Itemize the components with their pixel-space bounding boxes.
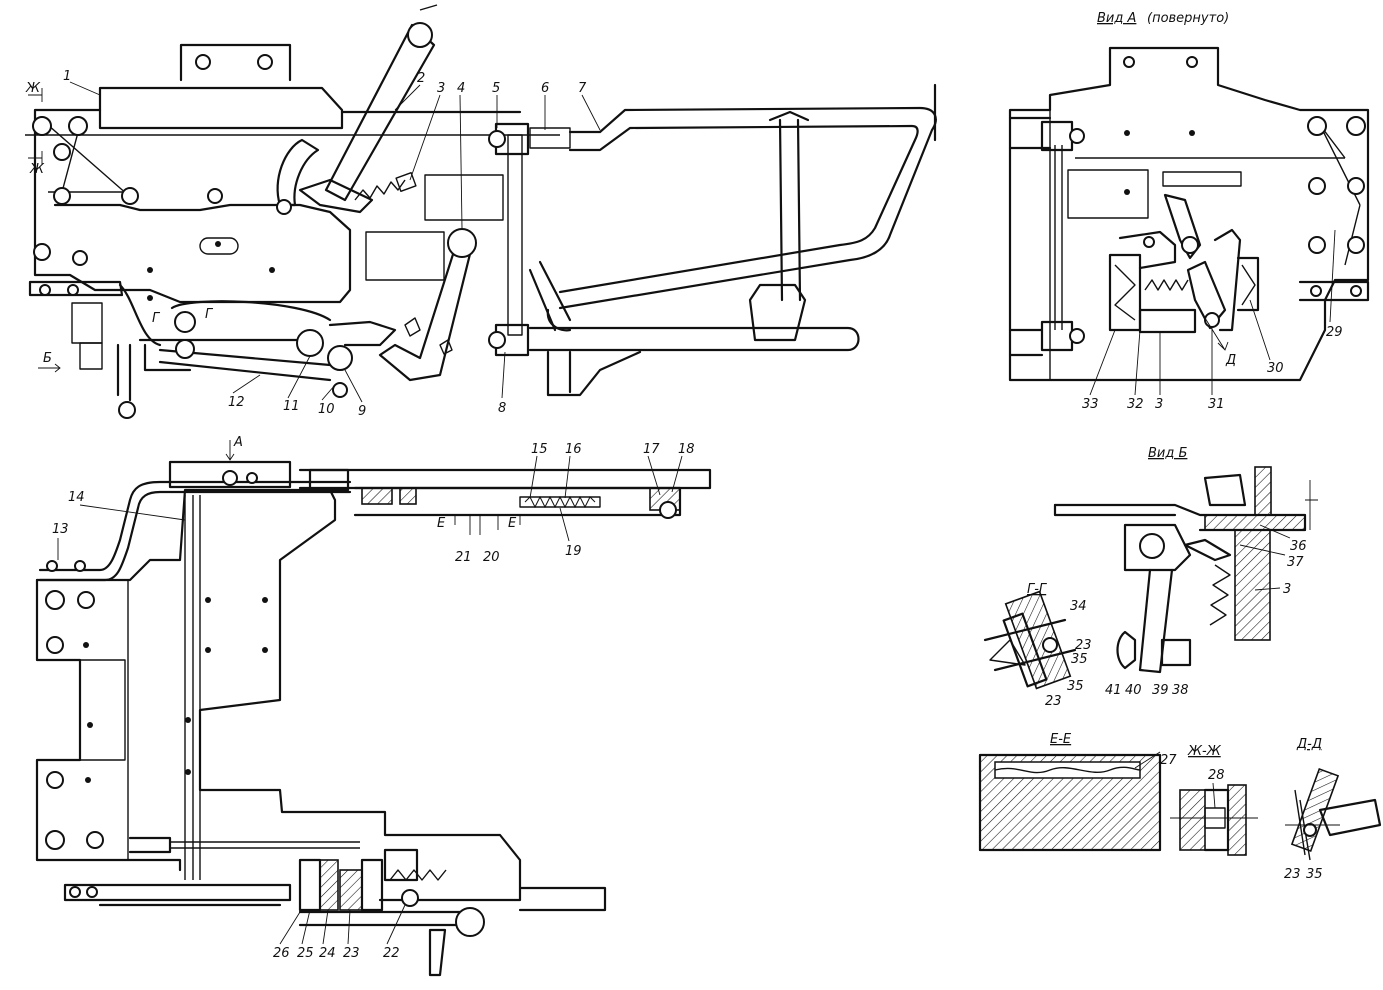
part-number: 24 bbox=[319, 946, 336, 961]
section-d-title: Д-Д bbox=[1296, 737, 1322, 752]
part-number: 31 bbox=[1208, 397, 1225, 412]
part-number: 12 bbox=[228, 395, 245, 410]
part-number: 20 bbox=[483, 550, 500, 565]
part-number: 18 bbox=[678, 442, 695, 457]
part-number: 7 bbox=[578, 81, 587, 96]
marker-e-right: Е bbox=[508, 516, 517, 531]
marker-b: Б bbox=[43, 351, 52, 366]
part-number: 33 bbox=[1082, 397, 1099, 412]
marker-zh-bottom: Ж bbox=[29, 162, 45, 177]
part-number: 37 bbox=[1287, 555, 1304, 570]
marker-d: Д bbox=[1225, 353, 1236, 368]
view-a-title: Вид А bbox=[1097, 11, 1136, 26]
part-number: 34 bbox=[1070, 599, 1087, 614]
part-number: 26 bbox=[273, 946, 290, 961]
part-number: 3 bbox=[1283, 582, 1291, 597]
part-number: 5 bbox=[492, 81, 500, 96]
part-number: 23 bbox=[1284, 867, 1301, 882]
part-number: 25 bbox=[297, 946, 314, 961]
part-number: 40 bbox=[1125, 683, 1142, 698]
part-number: 4 bbox=[457, 81, 465, 96]
part-number: 35 bbox=[1067, 679, 1084, 694]
part-number: 22 bbox=[383, 946, 400, 961]
part-number: 10 bbox=[318, 402, 335, 417]
part-number: 2 bbox=[417, 71, 425, 86]
marker-g-right: Г bbox=[205, 307, 214, 322]
section-g-title: Г-Г bbox=[1027, 582, 1048, 597]
part-number: 6 bbox=[541, 81, 549, 96]
part-number: 23 bbox=[1045, 694, 1062, 709]
part-number: 32 bbox=[1127, 397, 1144, 412]
marker-zh-top: Ж bbox=[25, 81, 41, 96]
part-number: 23 bbox=[1075, 638, 1092, 653]
part-number: 35 bbox=[1071, 652, 1088, 667]
leader-lines bbox=[57, 81, 1336, 945]
part-number: 3 bbox=[437, 81, 445, 96]
part-number: 39 bbox=[1152, 683, 1169, 698]
part-number: 30 bbox=[1267, 361, 1284, 376]
part-number: 11 bbox=[283, 399, 300, 414]
view-a-note: (повернуто) bbox=[1147, 11, 1229, 26]
view-titles: Вид А (повернуто) Вид Б Г-Г Е-Е Ж-Ж Д-Д bbox=[1027, 11, 1322, 759]
part-number: 13 bbox=[52, 522, 69, 537]
view-b-title: Вид Б bbox=[1148, 446, 1187, 461]
section-markers: Ж Ж Б А Г Г Е Е Д bbox=[25, 81, 1236, 531]
bottom-plan-view bbox=[35, 440, 712, 977]
part-number: 1 bbox=[63, 69, 71, 84]
section-zh-zh bbox=[1170, 784, 1258, 856]
part-number: 21 bbox=[455, 550, 472, 565]
part-number: 8 bbox=[498, 401, 506, 416]
part-number: 29 bbox=[1326, 325, 1343, 340]
part-number: 41 bbox=[1105, 683, 1122, 698]
part-number: 23 bbox=[343, 946, 360, 961]
part-number: 17 bbox=[643, 442, 660, 457]
part-numbers: 1 2 3 4 5 6 7 8 9 10 11 12 13 14 15 16 1… bbox=[52, 69, 1343, 961]
section-zh-title: Ж-Ж bbox=[1187, 744, 1222, 759]
marker-a: А bbox=[233, 435, 243, 450]
view-b bbox=[1053, 466, 1318, 674]
section-g-g bbox=[983, 590, 1077, 690]
section-e-title: Е-Е bbox=[1050, 732, 1072, 747]
marker-g-left: Г bbox=[152, 311, 161, 326]
marker-e-left: Е bbox=[437, 516, 446, 531]
part-number: 36 bbox=[1290, 539, 1307, 554]
part-number: 14 bbox=[68, 490, 85, 505]
part-number: 3 bbox=[1155, 397, 1163, 412]
part-number: 35 bbox=[1306, 867, 1323, 882]
part-number: 38 bbox=[1172, 683, 1189, 698]
part-number: 16 bbox=[565, 442, 582, 457]
view-a bbox=[1008, 46, 1370, 382]
part-number: 15 bbox=[531, 442, 548, 457]
part-number: 27 bbox=[1160, 753, 1177, 768]
main-side-view bbox=[25, 4, 937, 419]
part-number: 9 bbox=[358, 404, 366, 419]
section-e-e bbox=[978, 753, 1162, 852]
section-d-d bbox=[1285, 767, 1382, 861]
part-number: 28 bbox=[1208, 768, 1225, 783]
part-number: 19 bbox=[565, 544, 582, 559]
